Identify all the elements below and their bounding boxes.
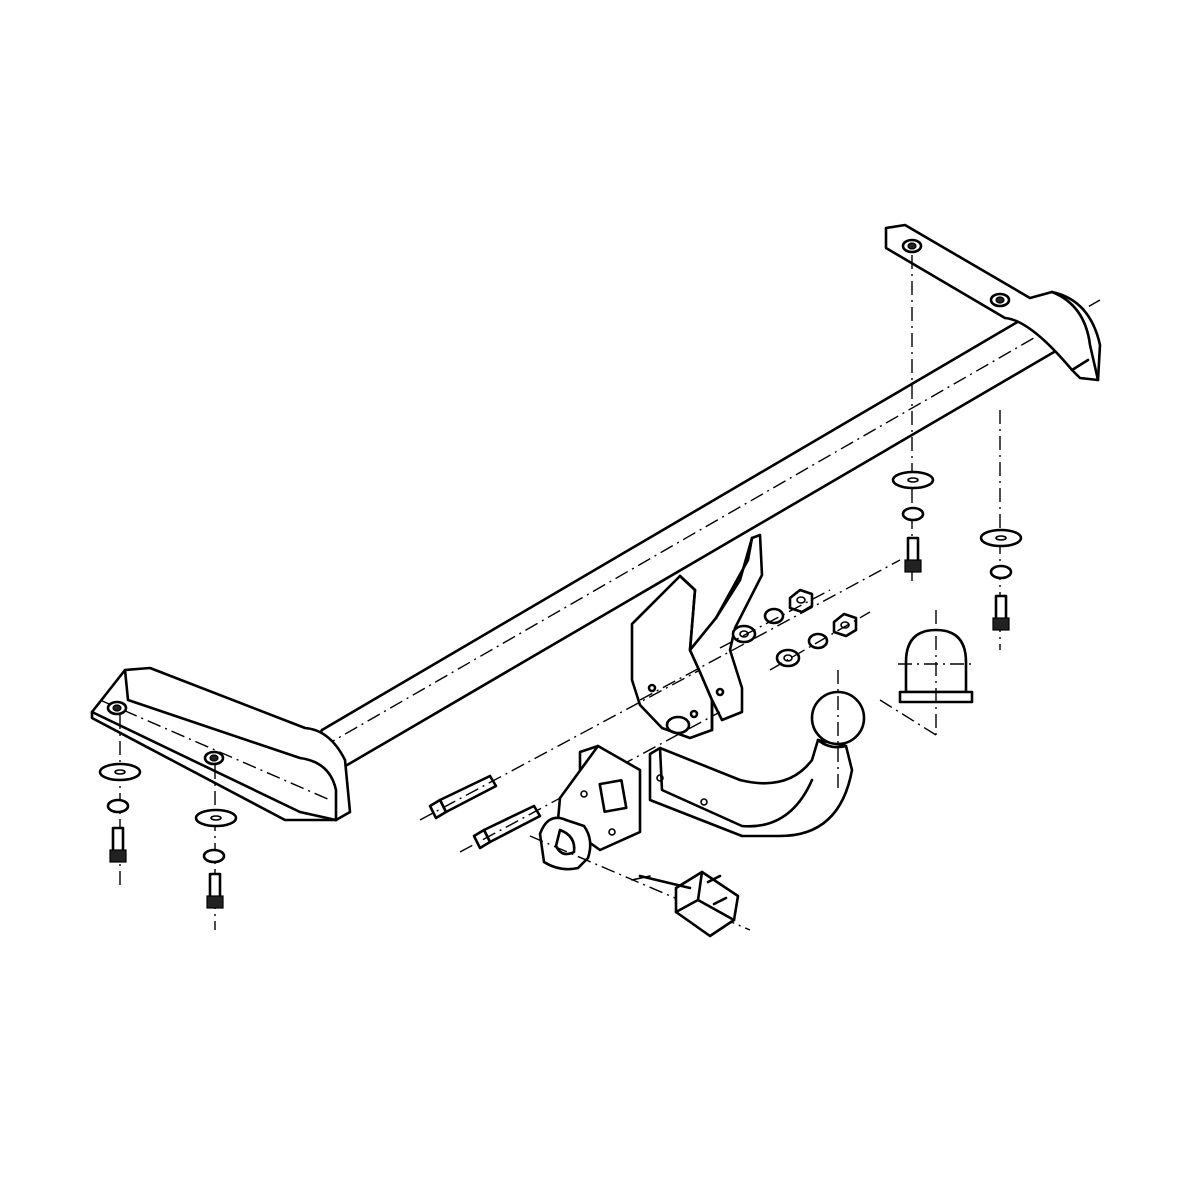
lock-washer-icon (202, 848, 226, 864)
right-mounting-bracket (884, 223, 1102, 382)
left-fastener-stack-1 (98, 715, 142, 885)
socket-cutout-icon (598, 779, 628, 813)
center-nut-1 (788, 588, 814, 614)
washer-large-icon (979, 528, 1023, 548)
center-washer-1 (731, 624, 757, 644)
center-washer-2 (763, 607, 785, 625)
washer-large-icon (891, 470, 935, 490)
center-nut-2 (832, 612, 858, 638)
bracket-nut-left-2 (203, 750, 225, 766)
ball-cap (879, 610, 976, 740)
long-bolt-upper (419, 669, 701, 821)
lock-washer-icon (901, 506, 925, 522)
bolt-icon (206, 872, 224, 909)
center-washer-4 (807, 632, 829, 650)
right-fastener-stack-1 (891, 255, 935, 585)
bracket-nut-left-1 (106, 700, 128, 716)
electrical-socket (631, 870, 740, 938)
bracket-nut-right-2 (989, 292, 1011, 308)
socket-gasket (529, 816, 751, 931)
bracket-nut-right-1 (901, 238, 923, 254)
washer-large-icon (98, 762, 142, 782)
long-bolt-lower (459, 711, 721, 853)
center-washer-3 (775, 648, 801, 668)
center-mounting-plates (630, 533, 901, 740)
left-fastener-stack-2 (194, 765, 238, 930)
plate-hole-icon (665, 715, 691, 735)
lock-washer-icon (989, 564, 1013, 580)
bolt-icon (109, 826, 127, 863)
washer-large-icon (194, 808, 238, 828)
tow-ball-hitch (648, 670, 866, 838)
lock-washer-icon (106, 798, 130, 814)
bolt-icon (904, 536, 922, 573)
tow-ball-icon (810, 690, 866, 746)
bolt-icon (992, 594, 1010, 631)
right-fastener-stack-2 (979, 410, 1023, 650)
left-mounting-bracket (90, 666, 352, 822)
